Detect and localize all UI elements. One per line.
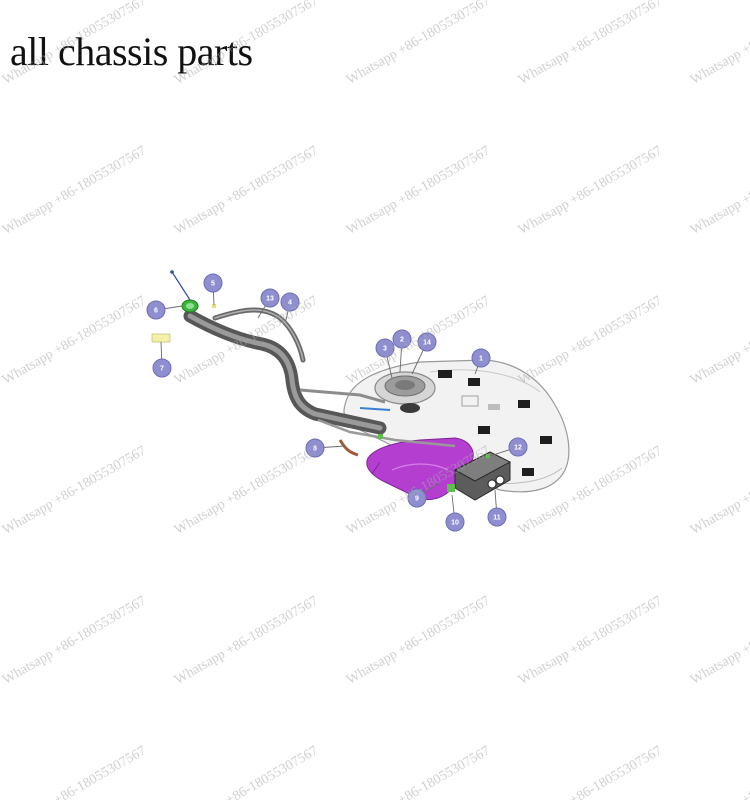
svg-text:3: 3 (383, 346, 387, 353)
callout-12: 12 (508, 437, 528, 457)
callout-4: 4 (280, 292, 300, 312)
callout-14: 14 (417, 332, 437, 352)
page-title: all chassis parts (10, 29, 253, 74)
svg-text:14: 14 (423, 340, 431, 347)
filler-neck-pipe (183, 307, 387, 435)
filler-cap (181, 299, 199, 313)
fuel-pump-module (374, 371, 436, 413)
callout-5: 5 (203, 273, 223, 293)
svg-text:2: 2 (400, 337, 404, 344)
svg-text:4: 4 (288, 300, 292, 307)
svg-text:5: 5 (211, 281, 215, 288)
callout-13: 13 (260, 288, 280, 308)
svg-text:13: 13 (266, 296, 274, 303)
callout-10: 10 (445, 512, 465, 532)
blue-arrow (171, 271, 191, 301)
callout-2: 2 (392, 329, 412, 349)
svg-text:11: 11 (493, 515, 501, 522)
warning-label (151, 333, 171, 343)
svg-text:10: 10 (451, 520, 459, 527)
svg-text:8: 8 (313, 446, 317, 453)
callout-1: 1 (471, 348, 491, 368)
callout-9: 9 (407, 488, 427, 508)
svg-text:6: 6 (154, 308, 158, 315)
svg-text:1: 1 (479, 356, 483, 363)
svg-text:7: 7 (160, 366, 164, 373)
callout-11: 11 (487, 507, 507, 527)
vent-lines (299, 388, 456, 457)
callout-3: 3 (375, 338, 395, 358)
carbon-canister (447, 451, 512, 501)
callout-8: 8 (305, 438, 325, 458)
svg-text:9: 9 (415, 496, 419, 503)
callout-7: 7 (152, 358, 172, 378)
svg-text:12: 12 (514, 445, 522, 452)
callout-6: 6 (146, 300, 166, 320)
